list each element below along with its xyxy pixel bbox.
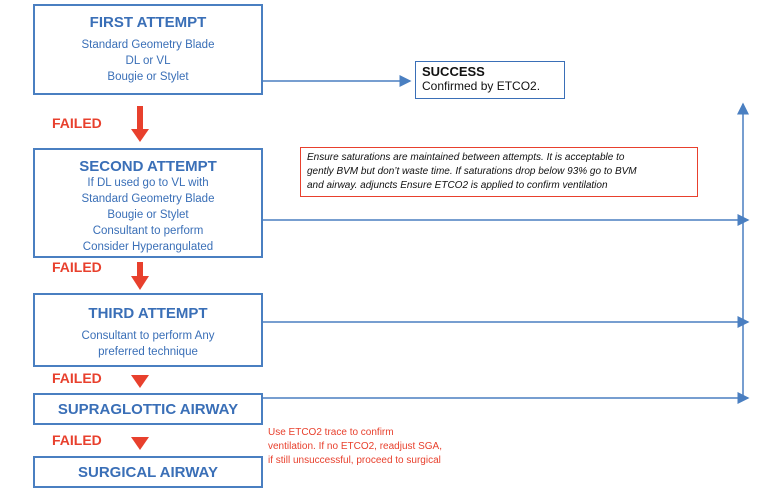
red-arrow-3 — [131, 375, 149, 388]
third-attempt-box: THIRD ATTEMPT Consultant to perform Any … — [33, 293, 263, 367]
second-attempt-line: If DL used go to VL with — [87, 177, 209, 189]
second-attempt-line: Bougie or Stylet — [107, 209, 189, 221]
saturation-note-box: Ensure saturations are maintained betwee… — [300, 147, 698, 197]
failed-label-3: FAILED — [52, 370, 102, 386]
first-attempt-line: DL or VL — [125, 55, 171, 67]
third-attempt-title: THIRD ATTEMPT — [88, 305, 208, 322]
saturation-note-line: gently BVM but don’t waste time. If satu… — [307, 166, 637, 177]
red-arrow-4 — [131, 437, 149, 450]
sga-note-line: ventilation. If no ETCO2, readjust SGA, — [268, 441, 442, 452]
first-attempt-line: Bougie or Stylet — [107, 71, 189, 83]
saturation-note-line: Ensure saturations are maintained betwee… — [307, 152, 625, 163]
red-arrow-1 — [131, 106, 149, 142]
first-attempt-line: Standard Geometry Blade — [81, 39, 215, 51]
third-attempt-line: preferred technique — [98, 346, 198, 358]
first-attempt-box: FIRST ATTEMPT Standard Geometry Blade DL… — [33, 4, 263, 95]
second-attempt-box: SECOND ATTEMPT If DL used go to VL with … — [33, 148, 263, 258]
failed-label-2: FAILED — [52, 259, 102, 275]
supraglottic-airway-title: SUPRAGLOTTIC AIRWAY — [57, 401, 239, 418]
second-attempt-line: Consultant to perform — [92, 225, 204, 237]
success-text: Confirmed by ETCO2. — [422, 79, 541, 93]
surgical-airway-title: SURGICAL AIRWAY — [77, 464, 219, 481]
first-attempt-title: FIRST ATTEMPT — [89, 14, 207, 31]
second-attempt-line: Consider Hyperangulated — [82, 241, 214, 253]
supraglottic-airway-box: SUPRAGLOTTIC AIRWAY — [33, 393, 263, 425]
sga-note-line: Use ETCO2 trace to confirm — [268, 427, 394, 438]
second-attempt-title: SECOND ATTEMPT — [79, 158, 217, 175]
success-box: SUCCESS Confirmed by ETCO2. — [415, 61, 565, 99]
sga-note-line: if still unsuccessful, proceed to surgic… — [268, 455, 441, 466]
red-arrow-2 — [131, 262, 149, 290]
failed-label-4: FAILED — [52, 432, 102, 448]
third-attempt-line: Consultant to perform Any — [81, 330, 215, 342]
sga-note: Use ETCO2 trace to confirm ventilation. … — [268, 426, 442, 468]
failed-label-1: FAILED — [52, 115, 102, 131]
second-attempt-line: Standard Geometry Blade — [81, 193, 215, 205]
success-title: SUCCESS — [422, 64, 485, 79]
surgical-airway-box: SURGICAL AIRWAY — [33, 456, 263, 488]
saturation-note-line: and airway. adjuncts Ensure ETCO2 is app… — [307, 180, 608, 191]
